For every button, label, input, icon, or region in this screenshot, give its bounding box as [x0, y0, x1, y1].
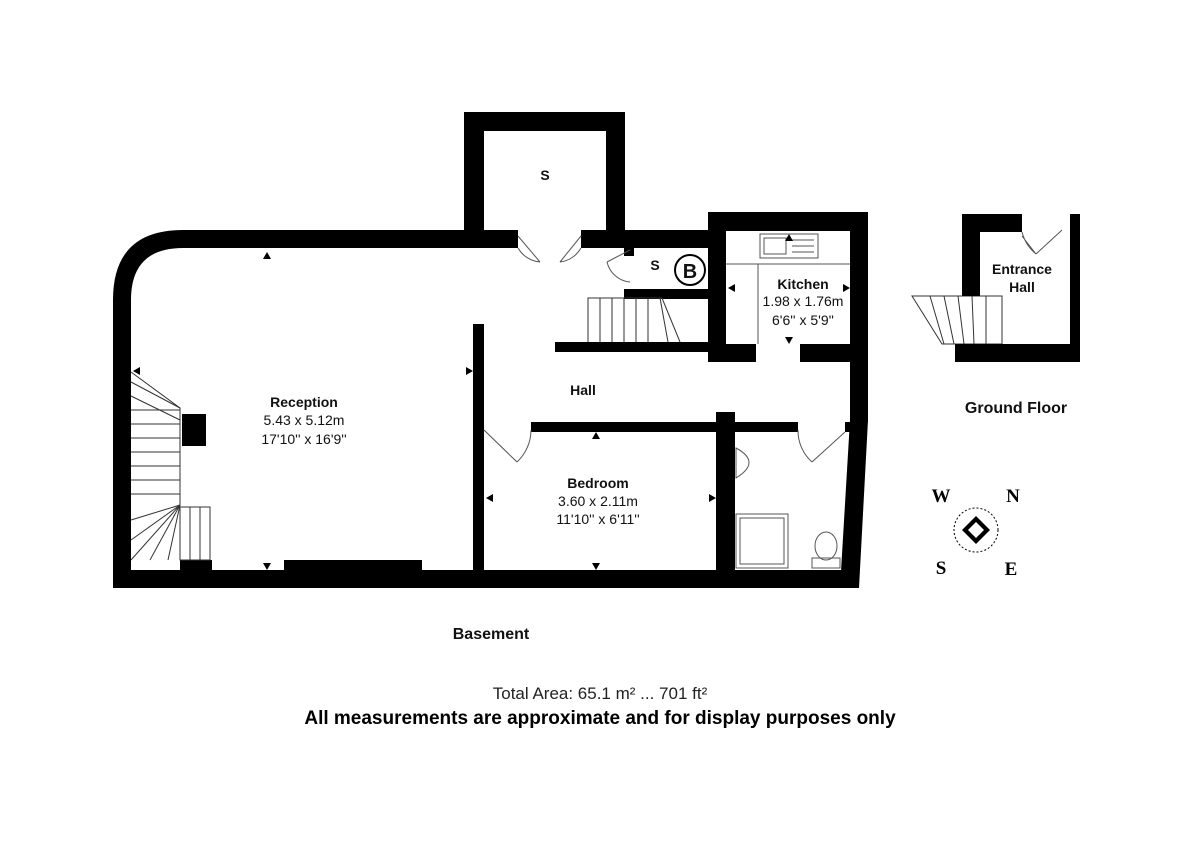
bedroom-door: [483, 429, 532, 463]
bathroom-left-wall: [716, 412, 735, 588]
room-kitchen-metric: 1.98 x 1.76m: [763, 293, 844, 309]
small-store-wall-left: [624, 248, 634, 256]
bottom-ledge: [180, 560, 212, 572]
reception-stairs: [130, 371, 211, 561]
compass-icon: W N S E: [932, 486, 1021, 580]
ground-wall-bottom: [955, 344, 1080, 362]
compass-e: E: [1005, 559, 1018, 580]
bedroom-top-wall: [531, 422, 721, 432]
bottom-wall: [113, 570, 859, 588]
boiler-marker: B: [674, 254, 706, 286]
bathroom-top-wall: [716, 422, 798, 432]
disclaimer: All measurements are approximate and for…: [304, 708, 896, 729]
kitchen-wall-bottom-right: [800, 344, 850, 362]
fireplace: [182, 414, 206, 446]
room-store-small: S: [650, 257, 659, 273]
kitchen-wall-bottom-left: [716, 344, 756, 362]
shower-tray-icon: [735, 513, 789, 569]
store-wall-top: [464, 112, 625, 131]
kitchen-wall-left: [708, 212, 726, 362]
kitchen-wall-top: [708, 212, 868, 231]
room-entrance-hall-line1: Entrance: [992, 261, 1052, 277]
ground-wall-right: [1070, 214, 1080, 362]
store-wall-right: [606, 112, 625, 248]
room-bedroom-imperial: 11'10'' x 6'11'': [556, 511, 639, 527]
small-store-door: [606, 249, 631, 283]
kitchen-worktop: [726, 263, 850, 344]
store-double-door: [517, 235, 582, 263]
compass-w: W: [932, 486, 951, 507]
bathroom-door: [797, 429, 846, 463]
boiler-marker-label: B: [683, 261, 697, 283]
room-entrance-hall-line2: Hall: [1009, 279, 1035, 295]
hall-stairs: [587, 297, 681, 343]
store-wall-left: [464, 112, 484, 248]
room-store-top: S: [540, 167, 549, 183]
compass-s: S: [936, 558, 947, 579]
room-hall-name: Hall: [570, 382, 596, 398]
kitchen-wall-right: [850, 212, 868, 422]
room-reception-name: Reception: [270, 394, 338, 410]
room-kitchen-name: Kitchen: [777, 276, 828, 292]
basin-icon: [735, 447, 750, 479]
bathroom-top-wall-right: [845, 422, 853, 432]
ground-stairs: [911, 295, 1003, 345]
bottom-chimney-breast: [284, 560, 422, 572]
floor-label-basement: Basement: [453, 626, 530, 643]
fixtures: [726, 233, 850, 569]
floor-label-ground: Ground Floor: [965, 400, 1067, 417]
reception-right-wall: [473, 324, 484, 588]
room-bedroom-metric: 3.60 x 2.11m: [558, 493, 638, 509]
room-reception-imperial: 17'10'' x 16'9'': [261, 431, 346, 447]
room-reception-metric: 5.43 x 5.12m: [264, 412, 345, 428]
ground-wall-left: [962, 214, 980, 296]
top-wall-stub: [629, 230, 709, 248]
compass-n: N: [1006, 486, 1020, 507]
toilet-icon: [811, 531, 841, 569]
measurement-arrows: [133, 234, 850, 570]
east-outer-wall: [840, 420, 868, 588]
small-store-wall-bottom: [624, 289, 716, 299]
room-bedroom-name: Bedroom: [567, 475, 628, 491]
basement-walls: [113, 112, 868, 588]
stair-wall: [555, 342, 716, 352]
room-kitchen-imperial: 6'6'' x 5'9'': [772, 312, 834, 328]
entrance-door: [1021, 229, 1063, 255]
ground-floor-walls: [955, 214, 1080, 362]
doors: [483, 229, 1063, 463]
total-area: Total Area: 65.1 m² ... 701 ft²: [492, 684, 708, 703]
